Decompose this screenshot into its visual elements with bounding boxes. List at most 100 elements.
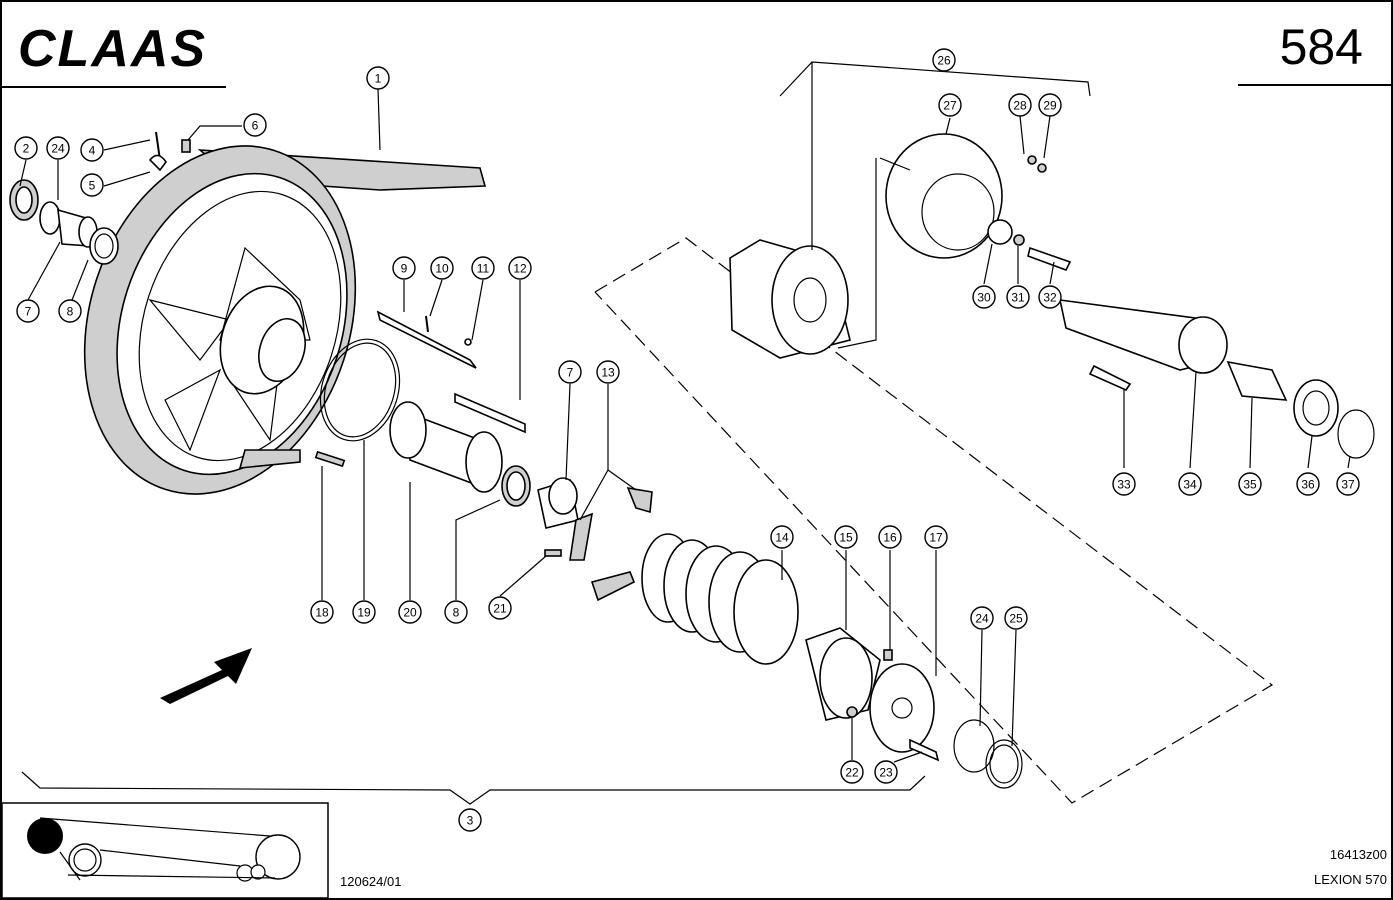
callout-19: 19 bbox=[352, 600, 376, 624]
callout-number: 29 bbox=[1043, 99, 1057, 113]
callout-number: 7 bbox=[25, 305, 32, 319]
callout-15: 15 bbox=[834, 525, 858, 549]
center-shaft-parts bbox=[314, 338, 531, 507]
callout-circle bbox=[558, 360, 582, 384]
callout-7: 7 bbox=[16, 299, 40, 323]
callout-9: 9 bbox=[392, 256, 416, 280]
callout-10: 10 bbox=[430, 256, 454, 280]
callout-8: 8 bbox=[444, 600, 468, 624]
callout-23: 23 bbox=[874, 760, 898, 784]
callout-number: 17 bbox=[929, 531, 943, 545]
callout-number: 31 bbox=[1011, 291, 1025, 305]
left-seal-bushing-set bbox=[9, 179, 119, 265]
callout-4: 4 bbox=[80, 138, 104, 162]
callout-14: 14 bbox=[770, 525, 794, 549]
machine-thumbnail bbox=[1, 802, 329, 899]
callout-circle bbox=[932, 48, 956, 72]
leader-lines bbox=[19, 62, 1351, 763]
callout-circle bbox=[924, 525, 948, 549]
hub-and-drum bbox=[729, 133, 1072, 359]
callout-circle bbox=[878, 525, 902, 549]
spring-cup-and-plate bbox=[805, 627, 940, 762]
callout-18: 18 bbox=[310, 600, 334, 624]
lower-right-rings bbox=[953, 719, 1023, 789]
callout-number: 12 bbox=[513, 262, 527, 276]
callout-3: 3 bbox=[458, 808, 482, 832]
callout-number: 27 bbox=[943, 99, 957, 113]
callout-circle bbox=[874, 760, 898, 784]
callout-number: 8 bbox=[67, 305, 74, 319]
callout-circle bbox=[398, 600, 422, 624]
callout-number: 30 bbox=[977, 291, 991, 305]
callout-1: 1 bbox=[366, 66, 390, 90]
callout-33: 33 bbox=[1112, 472, 1136, 496]
callout-number: 26 bbox=[937, 54, 951, 68]
callout-number: 3 bbox=[467, 814, 474, 828]
callout-circle bbox=[1004, 606, 1028, 630]
callout-number: 21 bbox=[493, 602, 507, 616]
bushing-and-segments bbox=[537, 477, 653, 602]
callout-circle bbox=[1238, 472, 1262, 496]
callout-circle bbox=[352, 600, 376, 624]
callout-30: 30 bbox=[972, 285, 996, 309]
pin-and-key-parts bbox=[148, 131, 191, 172]
callout-35: 35 bbox=[1238, 472, 1262, 496]
callout-number: 37 bbox=[1341, 478, 1355, 492]
callout-25: 25 bbox=[1004, 606, 1028, 630]
callout-number: 18 bbox=[315, 606, 329, 620]
callout-31: 31 bbox=[1006, 285, 1030, 309]
callout-circle bbox=[80, 173, 104, 197]
callout-number: 10 bbox=[435, 262, 449, 276]
callout-circle bbox=[430, 256, 454, 280]
callout-number: 9 bbox=[401, 262, 408, 276]
page-number: 584 bbox=[1280, 19, 1363, 75]
callout-circle bbox=[392, 256, 416, 280]
callout-24: 24 bbox=[970, 606, 994, 630]
callout-number: 13 bbox=[601, 366, 615, 380]
callout-2: 2 bbox=[14, 136, 38, 160]
callout-13: 13 bbox=[596, 360, 620, 384]
callout-28: 28 bbox=[1008, 93, 1032, 117]
callout-number: 20 bbox=[403, 606, 417, 620]
compression-spring bbox=[641, 533, 799, 665]
callout-26: 26 bbox=[932, 48, 956, 72]
callout-number: 8 bbox=[453, 606, 460, 620]
group-3-bracket bbox=[21, 771, 926, 805]
callout-27: 27 bbox=[938, 93, 962, 117]
callout-5: 5 bbox=[80, 173, 104, 197]
brand-logo: CLAAS bbox=[18, 20, 207, 78]
callout-circle bbox=[243, 113, 267, 137]
callout-24: 24 bbox=[46, 136, 70, 160]
callout-circle bbox=[1006, 285, 1030, 309]
callout-number: 24 bbox=[51, 142, 65, 156]
callout-36: 36 bbox=[1296, 472, 1320, 496]
callout-circle bbox=[1178, 472, 1202, 496]
callout-circle bbox=[310, 600, 334, 624]
callout-circle bbox=[938, 93, 962, 117]
callout-circle bbox=[58, 299, 82, 323]
callout-circle bbox=[508, 256, 532, 280]
callout-number: 36 bbox=[1301, 478, 1315, 492]
callout-circle bbox=[1038, 285, 1062, 309]
callout-circle bbox=[972, 285, 996, 309]
callout-number: 25 bbox=[1009, 612, 1023, 626]
callout-number: 15 bbox=[839, 531, 853, 545]
callout-circle bbox=[596, 360, 620, 384]
callout-number: 14 bbox=[775, 531, 789, 545]
callout-7: 7 bbox=[558, 360, 582, 384]
callout-number: 23 bbox=[879, 766, 893, 780]
callout-29: 29 bbox=[1038, 93, 1062, 117]
callout-number: 7 bbox=[567, 366, 574, 380]
callout-circle bbox=[1296, 472, 1320, 496]
assembly-dash-outline bbox=[594, 237, 1274, 804]
callout-circle bbox=[444, 600, 468, 624]
figure-code: 16413z00 bbox=[1330, 847, 1387, 862]
callout-circle bbox=[1008, 93, 1032, 117]
model-name: LEXION 570 bbox=[1314, 872, 1387, 887]
callout-number: 16 bbox=[883, 531, 897, 545]
callout-number: 33 bbox=[1117, 478, 1131, 492]
callout-circle bbox=[458, 808, 482, 832]
